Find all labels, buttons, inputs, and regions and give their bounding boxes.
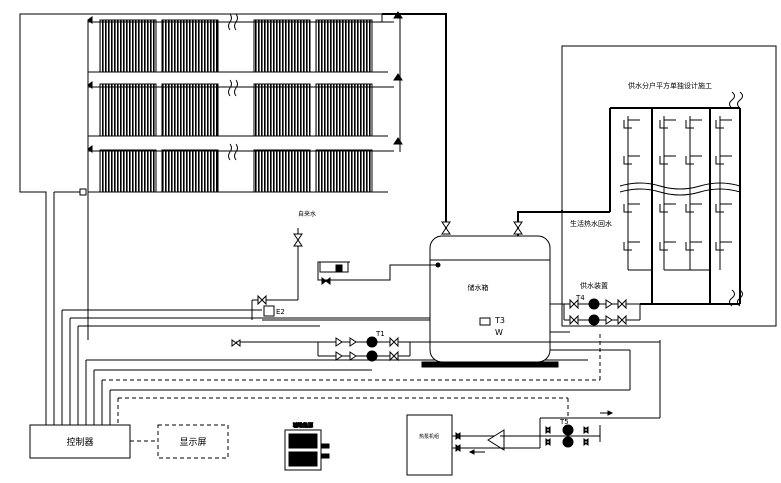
tank-label: 储水箱 — [468, 283, 489, 292]
solar-collector — [253, 149, 311, 193]
solar-collector — [99, 83, 157, 137]
collector-row-1 — [99, 19, 373, 73]
pump-icon — [588, 314, 600, 326]
return-label: 生活热水回水 — [570, 219, 612, 228]
controller-box — [29, 424, 131, 459]
heat-pump-unit: 热泵机组 T5 — [406, 340, 661, 476]
pump-icon — [366, 336, 378, 348]
temperature-sensor-t3 — [479, 317, 491, 326]
household-label: 供水分户平方单独设计施工 — [628, 81, 712, 90]
storage-tank: 储水箱 T3 W — [421, 235, 559, 368]
solar-collector — [99, 19, 157, 73]
pump-icon — [588, 298, 600, 310]
pump-icon — [562, 424, 574, 436]
inlet-label: 自来水 — [298, 210, 316, 218]
collector-row-2 — [99, 83, 373, 137]
display-unit: 显示屏 — [157, 424, 229, 459]
solar-collector — [253, 19, 311, 73]
solar-collector — [315, 149, 373, 193]
pump-icon — [366, 350, 378, 362]
solar-collector — [161, 83, 219, 137]
display-label: 显示屏 — [179, 437, 206, 448]
w-label: W — [495, 328, 503, 337]
pump-icon — [562, 436, 574, 448]
solar-collector — [253, 83, 311, 137]
solar-collector — [315, 19, 373, 73]
solar-collector — [161, 19, 219, 73]
solar-collector-array — [87, 11, 447, 340]
supply-label: 供水装置 — [580, 281, 608, 290]
break-mark — [228, 13, 238, 161]
controller-unit: 控制器 — [29, 424, 131, 459]
t1-label: T1 — [375, 330, 385, 338]
t3-label: T3 — [494, 316, 505, 325]
building-outline — [561, 45, 777, 327]
e2-label: E2 — [276, 308, 285, 316]
building-distribution: 供水分户平方单独设计施工 生活热水回水 — [561, 45, 777, 327]
solar-collector — [99, 149, 157, 193]
controller-label: 控制器 — [66, 436, 93, 448]
expansion-tank-e2 — [263, 305, 275, 317]
t4-label: T4 — [575, 294, 585, 302]
auxiliary-heater: 辅助热源 — [284, 422, 330, 471]
sensor-wiring — [19, 13, 631, 425]
aux-label: 辅助热源 — [293, 422, 313, 429]
tank-piping: 自来水 E2 T1 — [231, 210, 660, 362]
solar-collector — [315, 83, 373, 137]
solar-collector — [161, 149, 219, 193]
heat-pump-label: 热泵机组 — [419, 433, 439, 440]
temperature-sensor-t2 — [79, 188, 87, 196]
display-box — [157, 424, 229, 459]
floor-branches — [623, 116, 732, 271]
water-supply-unit: 供水装置 T4 — [563, 281, 740, 326]
collector-row-3 — [99, 149, 373, 193]
t5-label: T5 — [559, 418, 569, 426]
